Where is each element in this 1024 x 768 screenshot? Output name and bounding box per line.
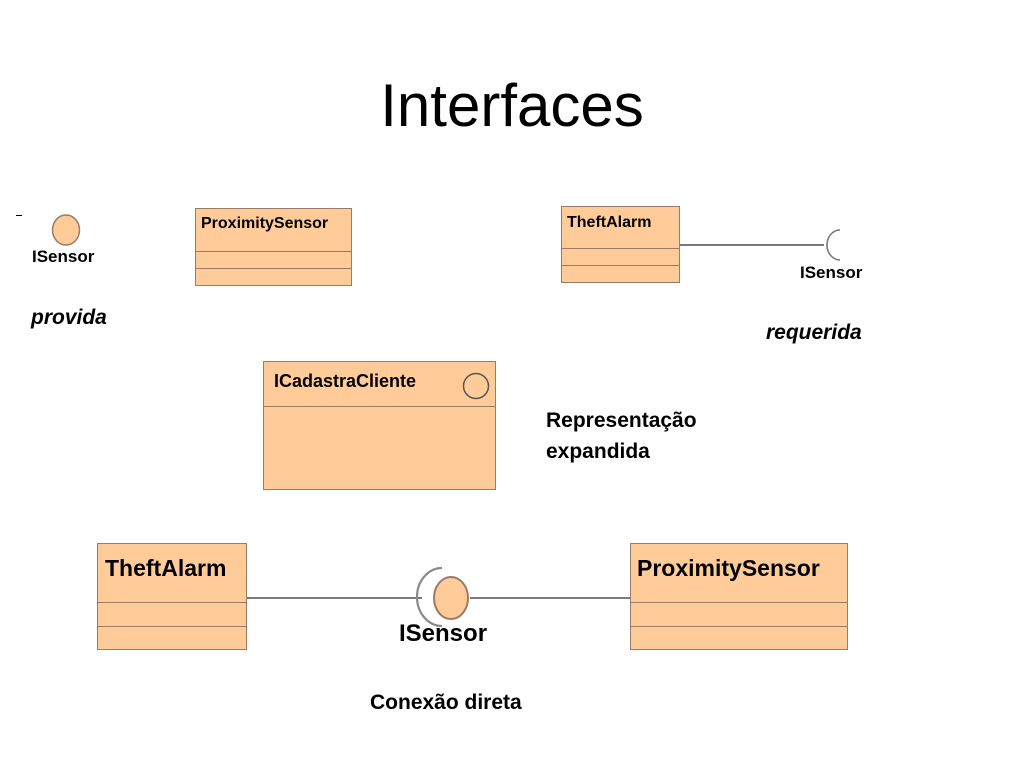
class-name: TheftAlarm	[98, 544, 246, 603]
attributes-compartment	[196, 252, 351, 269]
provided-caption: provida	[31, 306, 107, 329]
class-name: TheftAlarm	[562, 207, 679, 249]
proximity-sensor-class-large: ProximitySensor	[630, 543, 848, 650]
interface-circle-icon	[462, 372, 490, 400]
required-connector-line	[680, 244, 824, 246]
provided-interface-label: ISensor	[32, 247, 95, 266]
attributes-compartment	[98, 603, 246, 627]
theft-alarm-class: TheftAlarm	[561, 206, 680, 283]
operations-compartment	[562, 266, 679, 282]
operations-compartment	[98, 627, 246, 649]
icadastra-cliente-interface-box: ICadastraCliente	[263, 361, 496, 490]
required-caption: requerida	[766, 321, 862, 344]
direct-connector-right	[470, 597, 630, 599]
attributes-compartment	[562, 249, 679, 266]
required-interface-socket-icon	[826, 229, 841, 261]
interface-name-text: ICadastraCliente	[274, 371, 417, 391]
direct-interface-label: ISensor	[399, 620, 488, 647]
required-interface-label: ISensor	[800, 263, 863, 282]
operations-compartment	[196, 269, 351, 285]
slide-title: Interfaces	[380, 72, 644, 139]
proximity-sensor-class: ProximitySensor	[195, 208, 352, 286]
provided-interface-lollipop-icon	[51, 214, 81, 246]
direct-connector-left	[247, 597, 422, 599]
expanded-caption-line2: expandida	[546, 440, 650, 463]
body-compartment	[264, 407, 495, 489]
interface-name: ICadastraCliente	[264, 362, 495, 407]
expanded-caption-line1: Representação	[546, 409, 697, 432]
direct-caption: Conexão direta	[370, 691, 522, 714]
theft-alarm-class-large: TheftAlarm	[97, 543, 247, 650]
attributes-compartment	[631, 603, 847, 627]
class-name: ProximitySensor	[196, 209, 351, 252]
operations-compartment	[631, 627, 847, 649]
class-name: ProximitySensor	[631, 544, 847, 603]
ball-and-socket-icon	[415, 566, 469, 628]
dash-mark	[16, 215, 22, 216]
